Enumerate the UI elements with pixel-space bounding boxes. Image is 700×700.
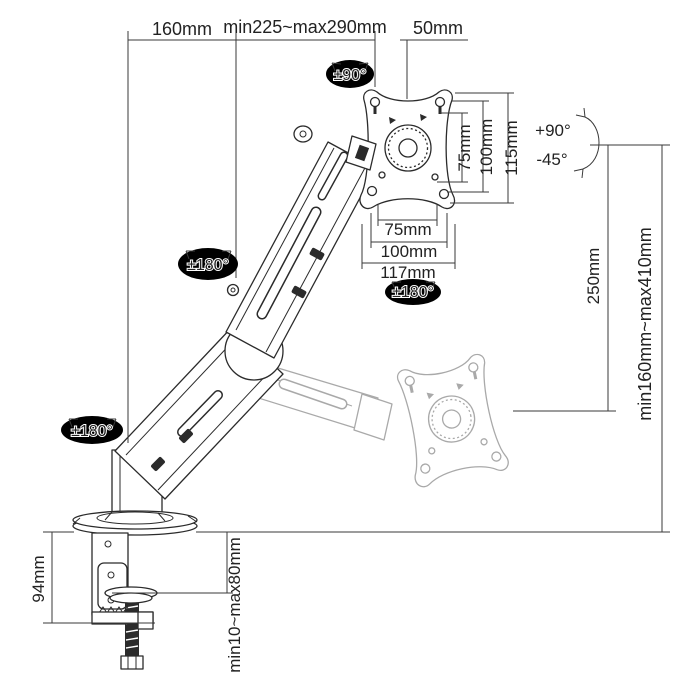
- dimension-lines: [43, 31, 670, 624]
- wrist-latch: [354, 144, 370, 162]
- label-elbow-rotation: ±180°: [187, 257, 229, 274]
- ghost-wrist: [353, 393, 393, 441]
- rotation-ellipse-base: [61, 416, 123, 444]
- base-disc-upper: [72, 510, 198, 530]
- clamp-screw-knob: [120, 655, 144, 670]
- monitor-arm-drawing: [72, 88, 457, 670]
- label-height-range: min160mm~max410mm: [635, 227, 655, 421]
- clamp-pad-under: [109, 592, 153, 604]
- ghost-vesa-plate: [391, 351, 512, 490]
- label-vesa-v100: 100mm: [477, 119, 496, 176]
- label-clamp-range: min10~max80mm: [225, 537, 244, 673]
- rotation-ellipse-elbow: [178, 248, 238, 280]
- label-tilt-down: -45°: [536, 150, 567, 169]
- tilt-arc: [582, 116, 600, 170]
- label-clamp-height: 94mm: [29, 555, 48, 602]
- label-head-swivel: ±90°: [334, 67, 367, 84]
- label-plate-rotation: ±180°: [392, 284, 434, 301]
- label-vesa-h75: 75mm: [384, 220, 431, 239]
- wrist-pivot-cap: [293, 125, 313, 143]
- cable-clip-lower-1: [179, 429, 193, 443]
- label-reach-range: min225~max290mm: [223, 17, 387, 37]
- elbow-pivot: [226, 283, 240, 297]
- ghost-arm-lowered-position: [251, 351, 512, 490]
- dimension-labels: 160mm min225~max290mm 50mm ±90° 75mm 100…: [29, 17, 655, 673]
- cable-clip-upper-2: [291, 285, 307, 299]
- rotation-ellipse-plate: [385, 279, 441, 305]
- label-drop-250: 250mm: [584, 248, 603, 305]
- cable-clip-lower-2: [151, 457, 165, 471]
- label-base-offset: 160mm: [152, 19, 212, 39]
- clamp-hole-top: [104, 540, 112, 548]
- clamp-jaw-lip: [137, 611, 154, 630]
- label-vesa-v115: 115mm: [502, 120, 521, 175]
- label-vesa-h117: 117mm: [380, 263, 435, 282]
- clamp-hole-1: [107, 571, 115, 579]
- cable-clip-upper-1: [309, 247, 325, 261]
- label-vesa-h100: 100mm: [381, 242, 438, 261]
- label-base-rotation: ±180°: [71, 423, 113, 440]
- base-disc-inner: [96, 511, 174, 525]
- label-head-offset: 50mm: [413, 18, 463, 38]
- rotation-ellipse-head: [326, 60, 374, 88]
- label-tilt-up: +90°: [535, 121, 571, 140]
- label-vesa-v75: 75mm: [455, 124, 474, 171]
